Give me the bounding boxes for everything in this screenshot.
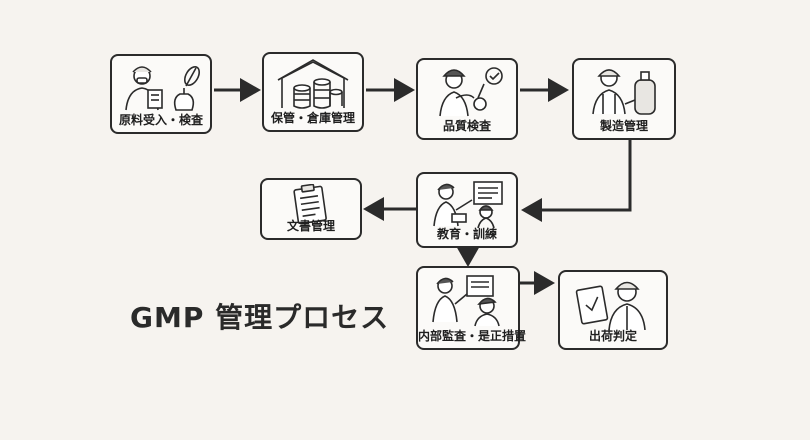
diagram-title: GMP 管理プロセス <box>130 301 390 334</box>
step-storage-warehouse: 保管・倉庫管理 <box>262 52 364 132</box>
step-label: 教育・訓練 <box>436 227 497 241</box>
manufacturing-worker-icon <box>574 64 674 118</box>
step-label: 内部監査・是正措置 <box>418 329 527 343</box>
step-label: 品質検査 <box>442 119 491 133</box>
step-document-control: 文書管理 <box>260 178 362 240</box>
arrow-manufacturing-to-training <box>521 140 632 222</box>
clipboard-icon <box>262 184 360 224</box>
audit-icon <box>418 272 518 328</box>
step-label: 出荷判定 <box>588 329 637 343</box>
step-education-training: 教育・訓練 <box>416 172 518 248</box>
step-internal-audit: 内部監査・是正措置 <box>416 266 527 350</box>
step-shipping-approval: 出荷判定 <box>558 270 668 350</box>
step-receiving-inspection: 原料受入・検査 <box>110 54 212 134</box>
step-quality-inspection: 品質検査 <box>416 58 518 140</box>
receiving-inspector-icon <box>112 60 210 114</box>
step-label: 文書管理 <box>286 219 335 233</box>
quality-inspector-icon <box>418 64 516 118</box>
training-icon <box>418 178 516 228</box>
step-label: 製造管理 <box>599 119 648 133</box>
step-manufacturing-control: 製造管理 <box>572 58 676 140</box>
warehouse-icon <box>264 58 362 112</box>
step-label: 原料受入・検査 <box>118 113 203 127</box>
step-label: 保管・倉庫管理 <box>270 111 355 125</box>
shipping-approval-icon <box>560 276 666 330</box>
